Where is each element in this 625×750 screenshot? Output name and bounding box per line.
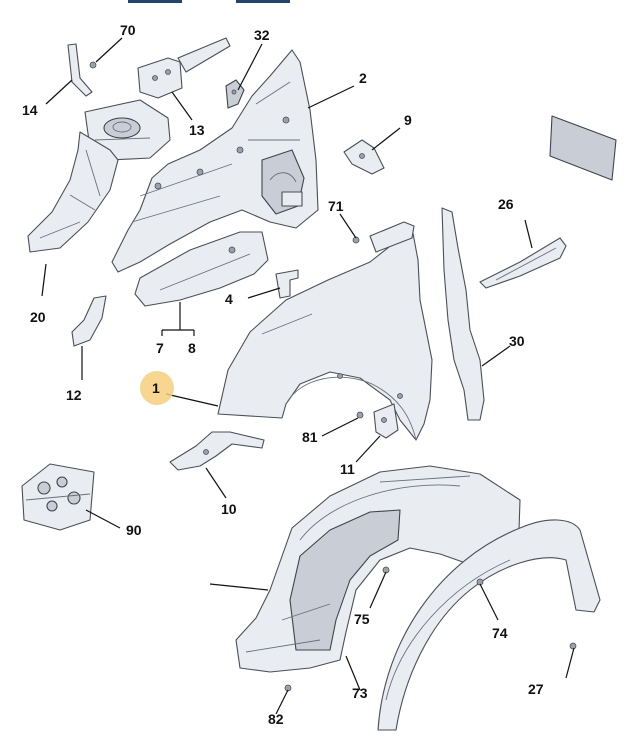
callout-32[interactable]: 32 <box>254 27 270 43</box>
part-13-bracket[interactable] <box>137 37 231 99</box>
callout-8[interactable]: 8 <box>188 340 196 356</box>
callout-81[interactable]: 81 <box>302 429 318 445</box>
part-2-front-structure[interactable] <box>111 49 319 273</box>
reference-panel <box>549 115 617 181</box>
callout-1-highlight <box>140 371 174 405</box>
leader-lines <box>41 37 575 715</box>
callout-9[interactable]: 9 <box>404 112 412 128</box>
part-30-seal-strip[interactable] <box>441 207 485 421</box>
callout-26[interactable]: 26 <box>498 196 514 212</box>
top-tab-right <box>236 0 290 3</box>
callout-7[interactable]: 7 <box>156 340 164 356</box>
part-70-bolt[interactable] <box>67 43 97 97</box>
part-14-upper-panel[interactable] <box>84 99 171 161</box>
callout-82[interactable]: 82 <box>268 711 284 727</box>
part-1-front-fender[interactable] <box>217 221 433 441</box>
part-26-side-trim[interactable] <box>479 237 567 289</box>
callout-75[interactable]: 75 <box>354 611 370 627</box>
part-73-wheel-arch-liner[interactable] <box>235 465 521 673</box>
part-81-fastener[interactable] <box>356 411 364 419</box>
part-12-bracket[interactable] <box>71 295 107 347</box>
callout-90[interactable]: 90 <box>126 522 142 538</box>
callout-73[interactable]: 73 <box>352 685 368 701</box>
callout-12[interactable]: 12 <box>66 387 82 403</box>
callout-4[interactable]: 4 <box>225 291 233 307</box>
callout-27[interactable]: 27 <box>528 681 544 697</box>
callout-70[interactable]: 70 <box>120 22 136 38</box>
top-tab-left <box>128 0 182 3</box>
callout-74[interactable]: 74 <box>492 625 508 641</box>
part-90-connector-block[interactable] <box>21 463 95 531</box>
callout-2[interactable]: 2 <box>359 70 367 86</box>
callout-13[interactable]: 13 <box>189 122 205 138</box>
part-20-wheelhouse-apron[interactable] <box>27 131 119 253</box>
part-74-wheel-arch-trim[interactable] <box>377 519 601 731</box>
callout-labels: 70 14 32 2 13 9 71 26 4 20 7 8 30 1 12 8… <box>22 22 544 727</box>
part-7-8-inner-panel[interactable] <box>134 231 269 307</box>
part-4-bracket[interactable] <box>275 269 299 299</box>
callout-11[interactable]: 11 <box>340 461 355 477</box>
callout-10[interactable]: 10 <box>221 501 237 517</box>
part-10-bracket[interactable] <box>169 431 265 471</box>
callout-71[interactable]: 71 <box>328 198 344 214</box>
part-11-bracket[interactable] <box>373 403 399 439</box>
callout-30[interactable]: 30 <box>509 333 525 349</box>
callout-1[interactable]: 1 <box>152 380 160 396</box>
callout-20[interactable]: 20 <box>30 309 46 325</box>
callout-14[interactable]: 14 <box>22 102 38 118</box>
